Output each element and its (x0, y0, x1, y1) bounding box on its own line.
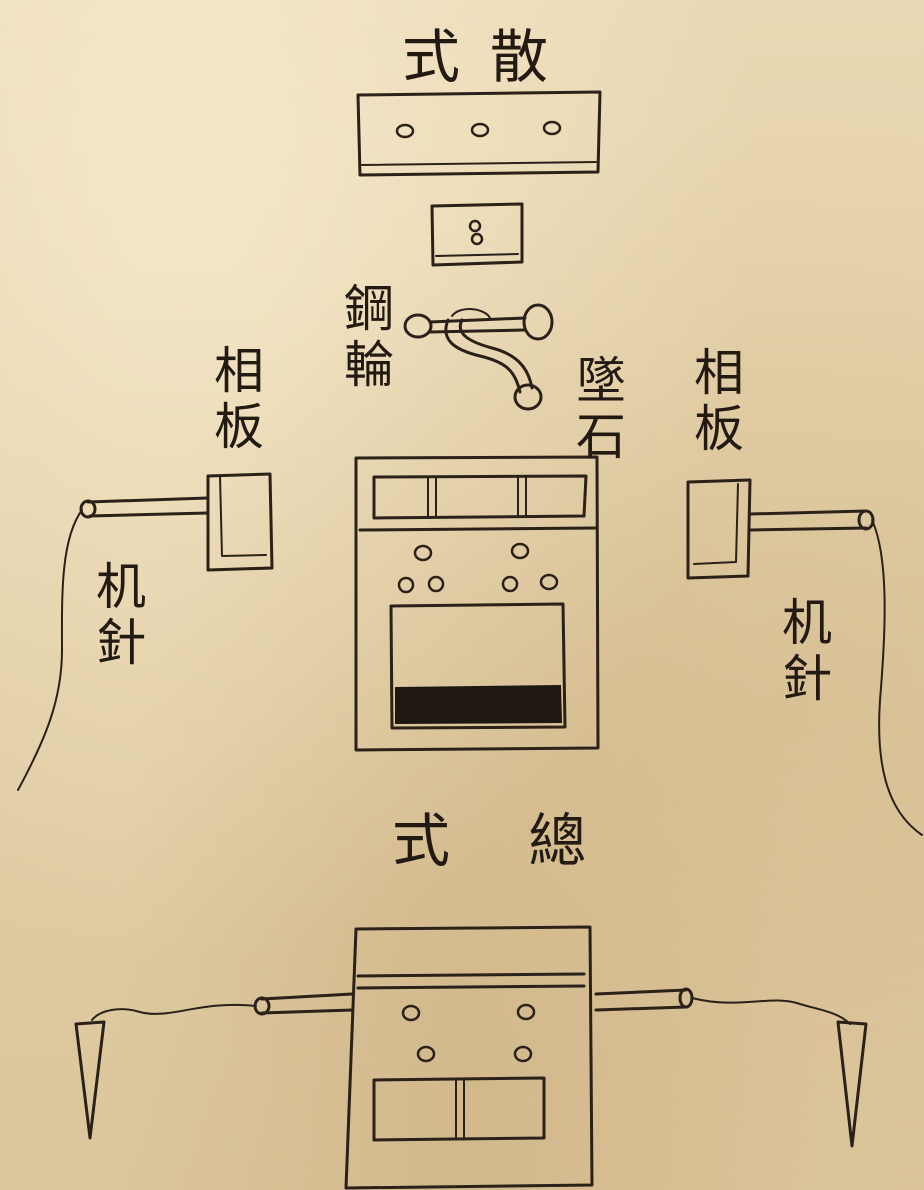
top-mechanism-box (356, 90, 602, 177)
label-needle-right: 机針 (774, 596, 832, 708)
label-falling-stone: 墜石 (568, 354, 626, 466)
top-box-hole-3 (542, 120, 562, 136)
powder-chamber (395, 684, 563, 725)
small-box (430, 202, 524, 267)
steel-wheel-striker (403, 303, 554, 411)
label-needle-left: 机針 (88, 560, 146, 672)
label-board-right: 相板 (686, 346, 744, 458)
title-bottom: 式 總 (392, 807, 617, 875)
title-top: 式散 (402, 23, 579, 91)
bottom-right-needle (594, 987, 868, 1148)
label-board-left: 相板 (206, 344, 264, 456)
right-board-assembly (686, 478, 923, 836)
top-box-hole-2 (470, 122, 490, 138)
bottom-left-needle (74, 992, 354, 1140)
top-box-hole-1 (395, 123, 415, 139)
label-steel-wheel: 鋼輪 (336, 282, 394, 394)
left-board-assembly (17, 472, 274, 791)
central-mechanism-box (354, 455, 600, 752)
bottom-mechanism-box (344, 925, 594, 1190)
